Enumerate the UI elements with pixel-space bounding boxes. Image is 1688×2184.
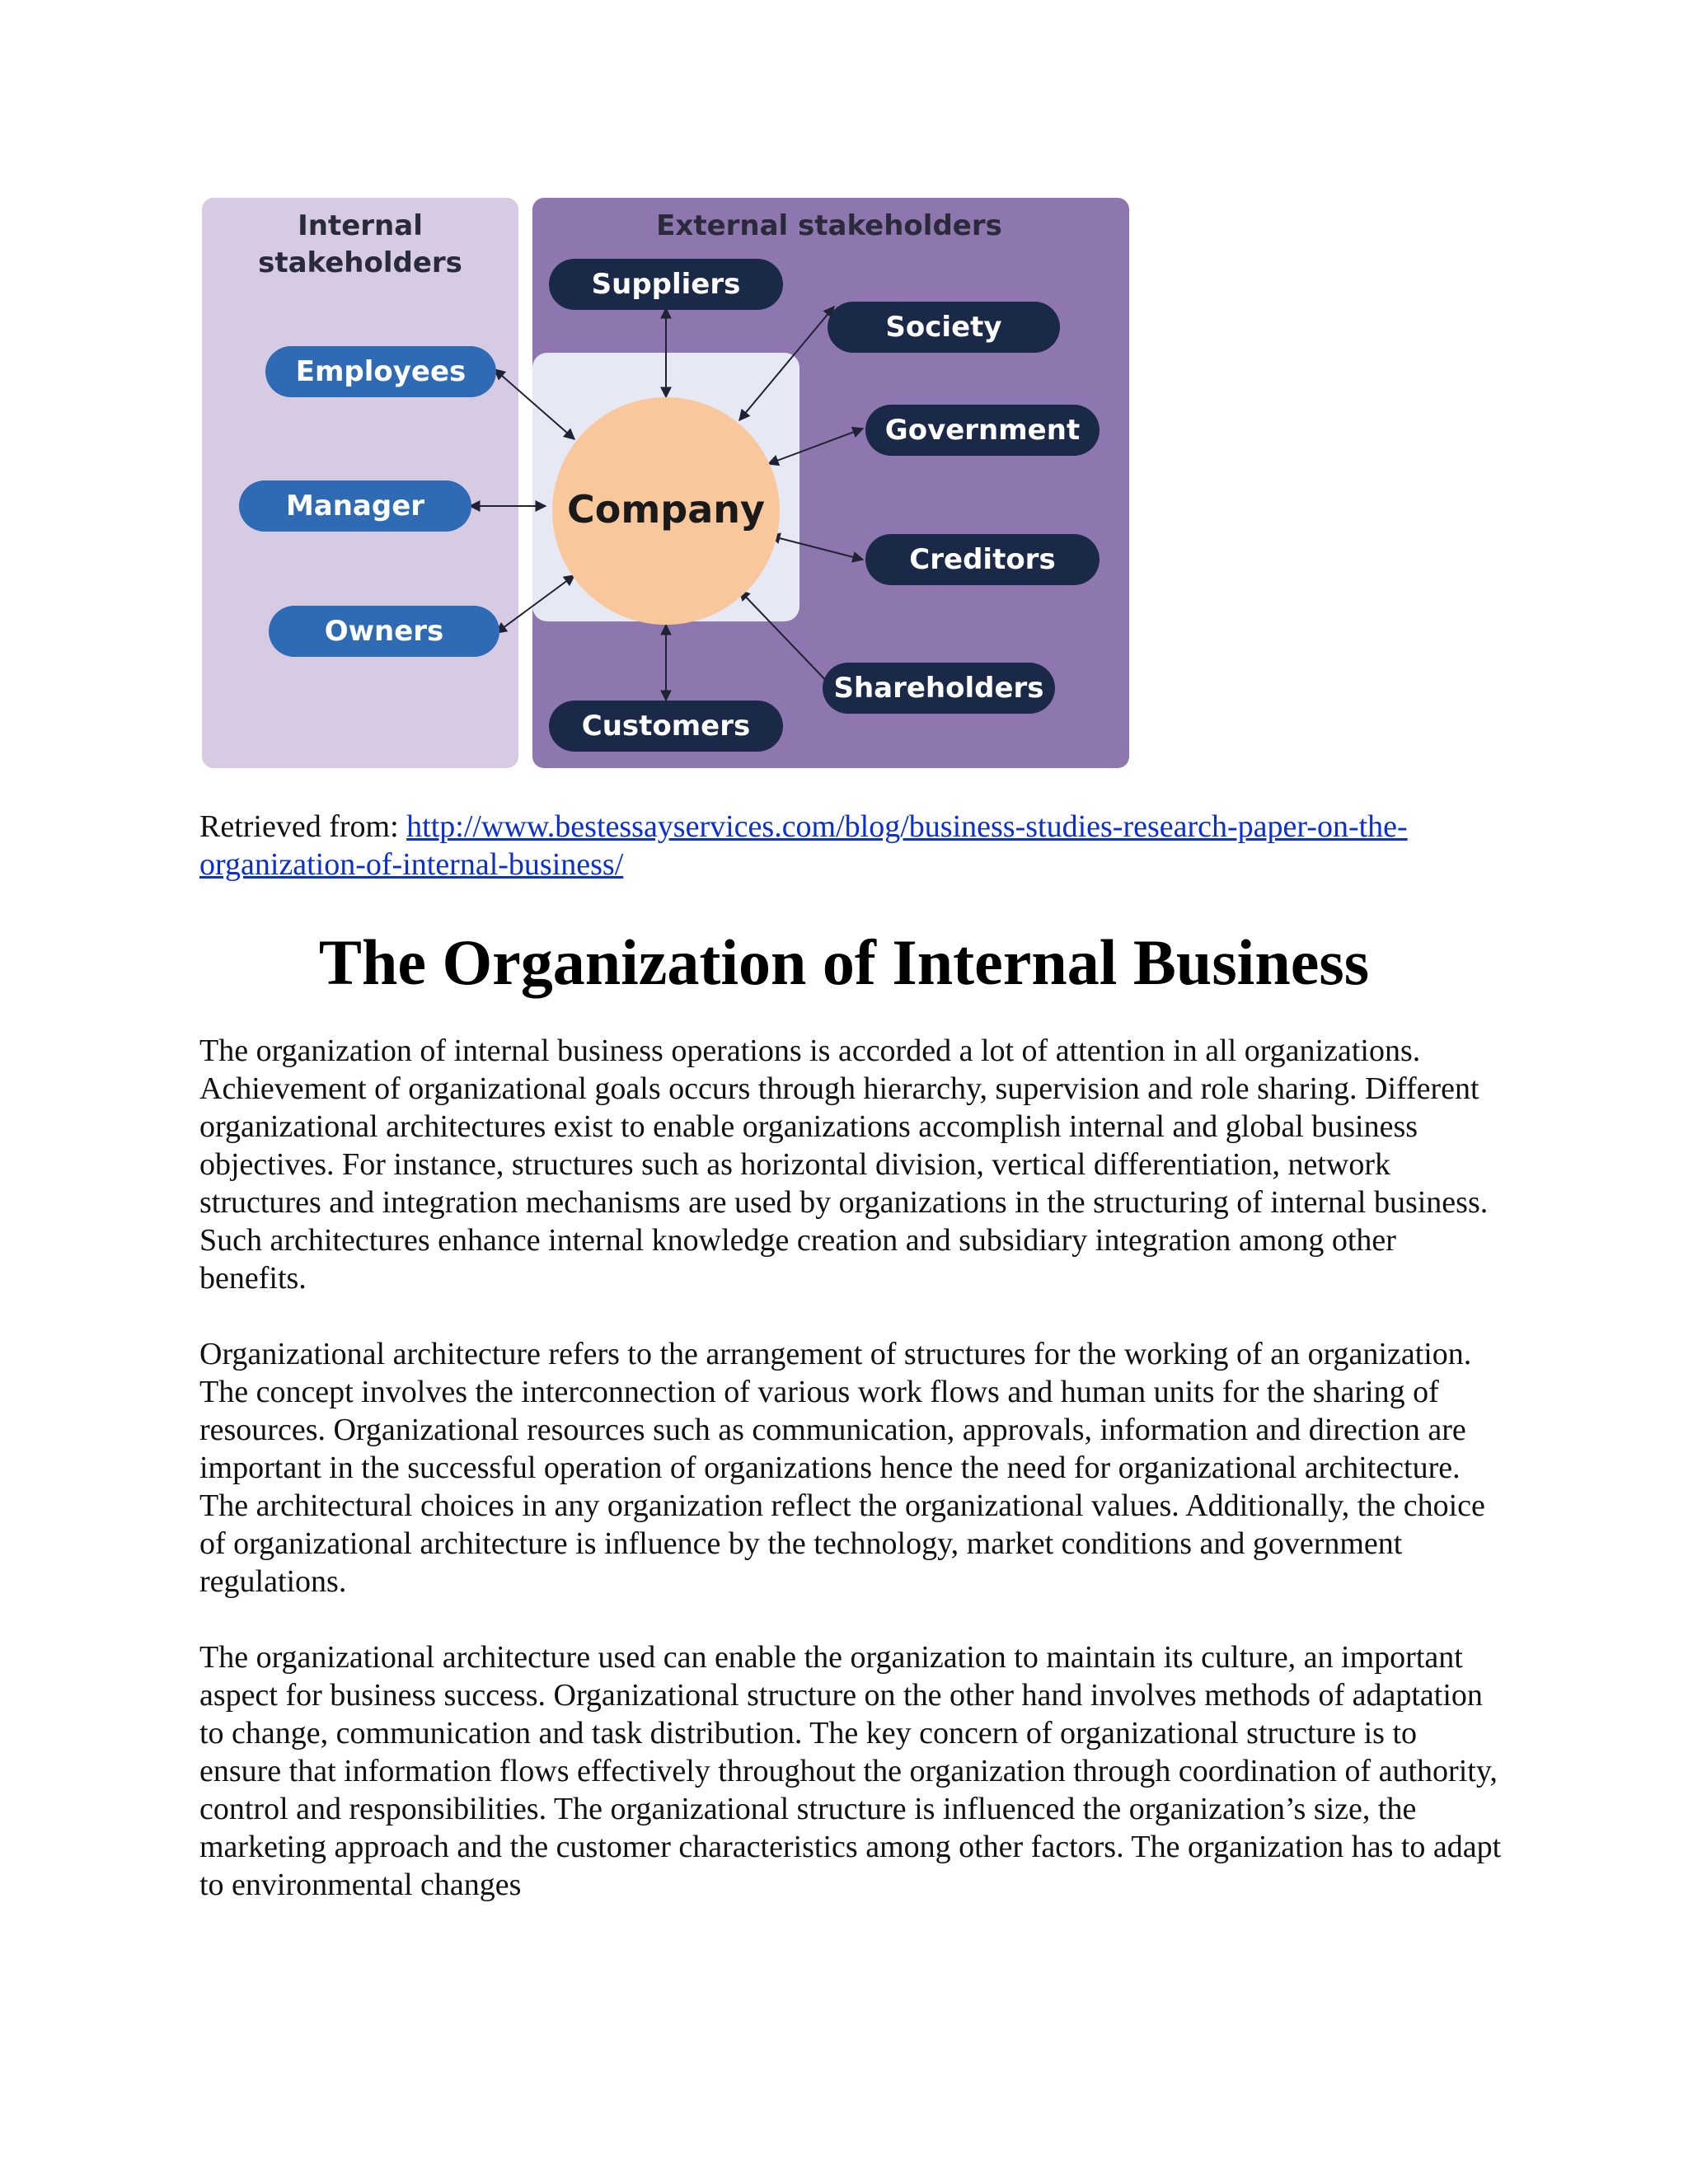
svg-text:Owners: Owners [325, 615, 444, 648]
stakeholder-diagram: Internal stakeholders External stakehold… [199, 196, 1131, 773]
paragraph: The organization of internal business op… [199, 1033, 1489, 1296]
image-caption: Retrieved from: http://www.bestessayserv… [199, 808, 1518, 883]
connector-employees [493, 368, 576, 440]
external-node-society: Society [828, 302, 1060, 353]
svg-text:Manager: Manager [286, 490, 424, 523]
connector-creditors [768, 532, 865, 563]
page-title: The Organization of Internal Business [318, 926, 1370, 998]
connector-shareholders [738, 588, 835, 691]
svg-text:Shareholders: Shareholders [833, 672, 1043, 705]
svg-text:Suppliers: Suppliers [592, 268, 741, 301]
paragraph: The organizational architecture used can… [199, 1640, 1502, 1902]
external-node-creditors: Creditors [865, 534, 1100, 585]
internal-heading-line2: stakeholders [258, 246, 462, 279]
svg-text:Customers: Customers [582, 710, 751, 743]
paragraph: Organizational architecture refers to th… [199, 1337, 1485, 1599]
external-node-shareholders: Shareholders [823, 663, 1055, 714]
company-label: Company [567, 487, 765, 532]
svg-text:Government: Government [885, 414, 1080, 447]
svg-text:Creditors: Creditors [909, 543, 1055, 576]
company-circle [552, 397, 780, 625]
svg-text:Employees: Employees [296, 355, 467, 388]
external-node-government: Government [865, 405, 1100, 456]
internal-node-owners: Owners [269, 606, 499, 657]
internal-node-manager: Manager [239, 480, 471, 532]
svg-text:Society: Society [885, 311, 1001, 344]
source-link[interactable]: http://www.bestessayservices.com/blog/bu… [199, 809, 1408, 882]
external-node-suppliers: Suppliers [549, 259, 783, 310]
connector-government [767, 426, 865, 466]
connector-society [738, 305, 835, 422]
external-heading: External stakeholders [656, 209, 1002, 242]
caption-prefix: Retrieved from: [199, 809, 407, 844]
external-node-customers: Customers [549, 701, 783, 752]
connector-owners [495, 574, 576, 634]
internal-heading: Internal [298, 209, 423, 242]
document-body: The organization of internal business op… [199, 1032, 1502, 1904]
internal-node-employees: Employees [265, 346, 496, 397]
